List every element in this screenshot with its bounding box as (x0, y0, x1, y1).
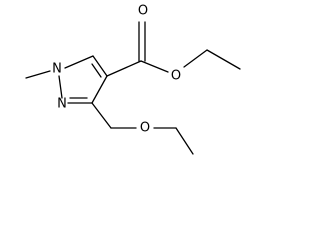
bond-carbonyl-ester-o (140, 60, 169, 73)
bond-ch2-ch3 (206, 49, 241, 70)
bond-c5-c4-inner (91, 63, 102, 78)
bond-c3-ch2 (91, 102, 112, 129)
bond-n2-n1 (58, 75, 63, 99)
bond-n1-methyl (25, 70, 51, 79)
bond-c5-c4-outer (92, 55, 108, 77)
structure-canvas: O O N N O (25, 4, 241, 155)
ring-n2-label: N (57, 97, 67, 112)
ester-oxygen-label: O (171, 69, 181, 84)
bond-ether-ch2-ch3 (175, 127, 194, 155)
bond-c4-c3 (91, 75, 108, 104)
bond-c4-carbonyl (106, 60, 142, 77)
bond-n1-c5 (64, 55, 94, 69)
molecule-structure: O O N N O (25, 4, 241, 155)
carbonyl-oxygen-label: O (138, 4, 148, 19)
bond-ester-o-ch2 (183, 49, 208, 68)
ring-n1-label: N (52, 62, 62, 77)
ether-oxygen-label: O (140, 121, 150, 136)
